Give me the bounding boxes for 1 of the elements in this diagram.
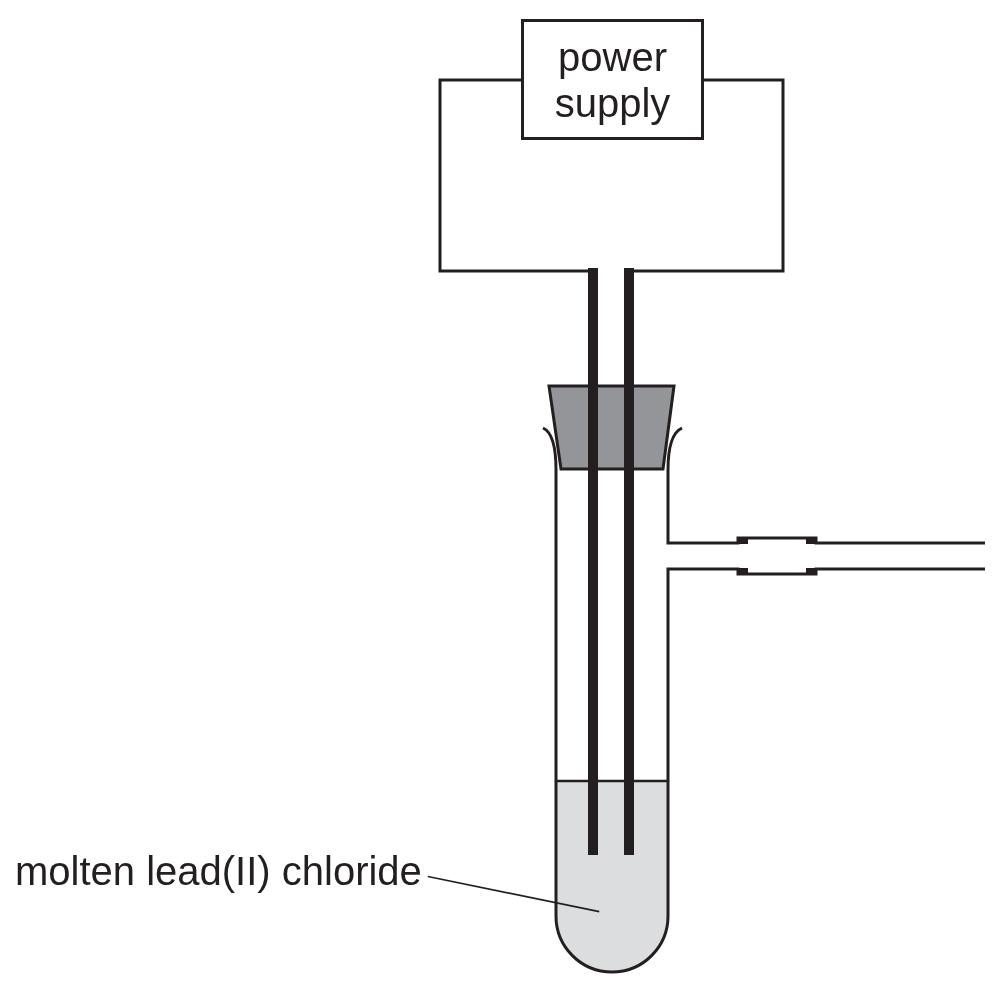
callout-label: molten lead(II) chloride [15,848,422,894]
